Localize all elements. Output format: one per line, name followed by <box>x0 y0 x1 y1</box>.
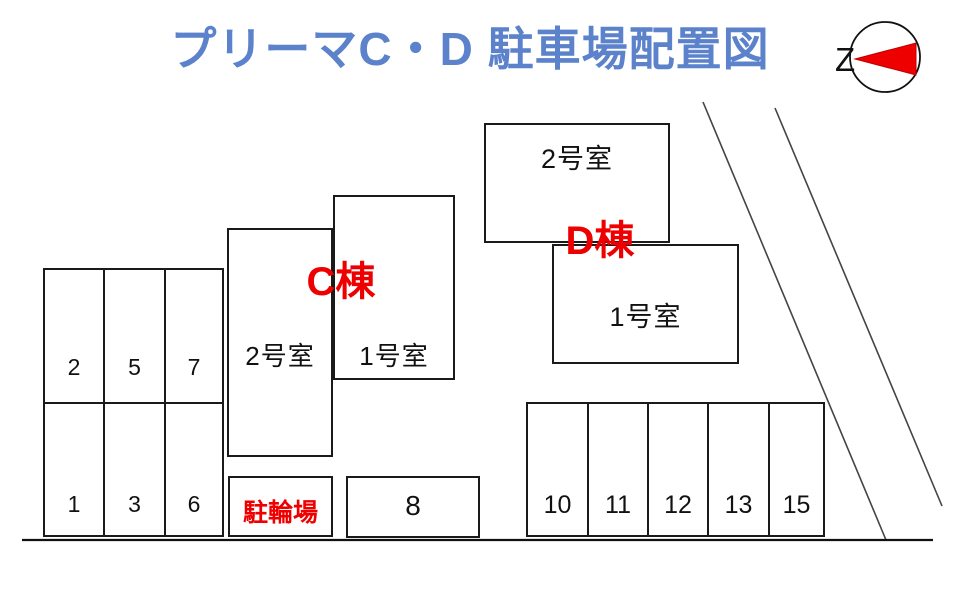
building-d-room1-label: 1号室 <box>609 302 682 332</box>
building-d-room2-label: 2号室 <box>540 144 614 174</box>
stall-3-label: 3 <box>128 491 141 517</box>
stall-6-label: 6 <box>187 491 201 517</box>
page-title: プリーマC・D 駐車場配置図 <box>170 23 770 75</box>
stall-13-label: 13 <box>724 491 753 519</box>
stall-12-label: 12 <box>664 491 692 519</box>
north-letter-rotated-n: Z <box>835 41 855 78</box>
stall-2-label: 2 <box>67 354 81 380</box>
stall-divider <box>45 402 222 404</box>
parking-block-left: 2 5 7 1 3 6 <box>43 268 224 537</box>
stall-8-label: 8 <box>405 490 421 521</box>
building-c-room2-label: 2号室 <box>245 341 315 371</box>
building-c-room1-label: 1号室 <box>359 341 429 371</box>
north-arrow-triangle-icon <box>853 42 917 76</box>
stall-5-label: 5 <box>128 354 141 380</box>
stall-divider <box>707 404 709 535</box>
building-c-name: C棟 <box>306 260 376 304</box>
bicycle-parking-box: 駐輪場 <box>228 476 333 537</box>
stall-1-label: 1 <box>67 491 81 517</box>
building-d-name: D棟 <box>565 219 635 263</box>
north-compass-icon: Z <box>835 21 921 93</box>
road-line-right <box>774 107 943 507</box>
building-d-room1-box: 1号室 <box>552 244 739 364</box>
stall-11-label: 11 <box>605 491 631 519</box>
road-line-left <box>702 101 887 541</box>
parking-block-right: 10 11 12 13 15 <box>526 402 825 537</box>
parking-stall-8-box: 8 <box>346 476 480 538</box>
building-d-room2-box: 2号室 <box>484 123 670 243</box>
bicycle-parking-label: 駐輪場 <box>242 499 318 527</box>
building-c-room2-box: 2号室 <box>227 228 333 457</box>
stall-divider <box>587 404 589 535</box>
stall-7-label: 7 <box>187 354 201 380</box>
stall-15-label: 15 <box>782 491 811 519</box>
building-c-room1-box: 1号室 <box>333 195 455 380</box>
stall-divider <box>647 404 649 535</box>
stall-divider <box>768 404 770 535</box>
stall-10-label: 10 <box>543 491 572 519</box>
